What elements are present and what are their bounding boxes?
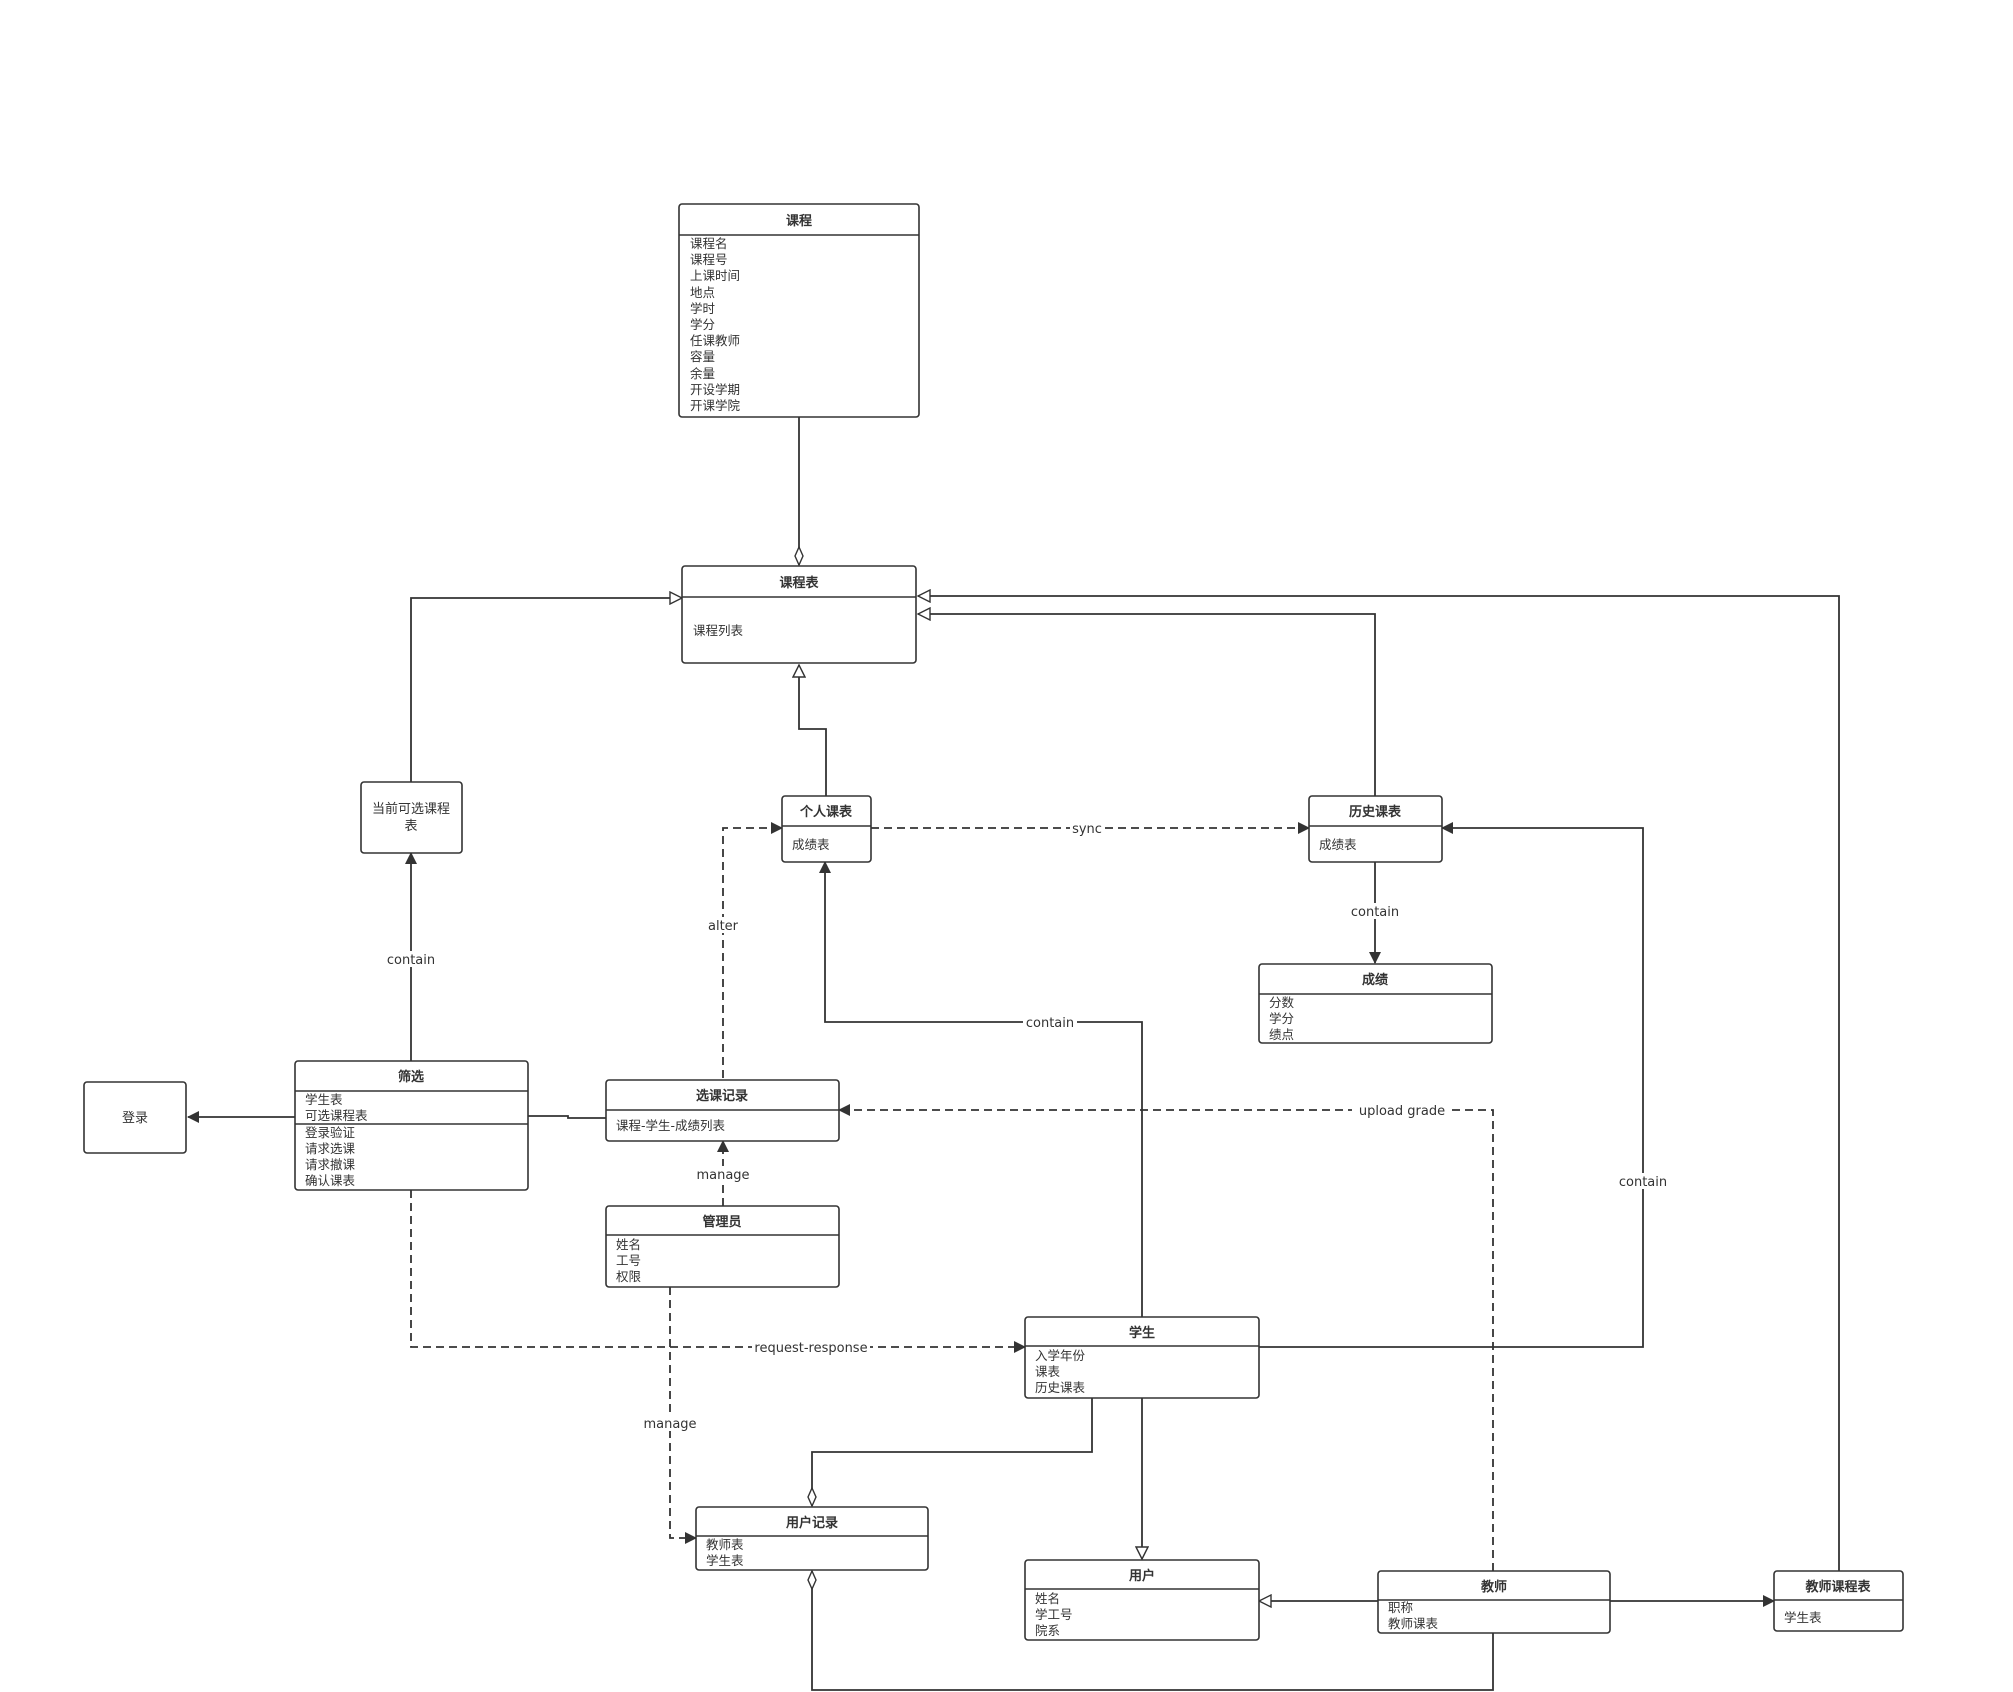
edge-teacher-table-inherit xyxy=(918,596,1840,1571)
class-student[interactable]: 学生 入学年份 课表 历史课表 xyxy=(1024,1316,1260,1399)
class-attr: 地点 xyxy=(690,285,715,300)
label-contain-student: contain xyxy=(1026,1016,1074,1031)
class-operation: 确认课表 xyxy=(305,1173,356,1188)
class-attr: 学时 xyxy=(690,301,716,316)
class-title: 教师 xyxy=(1480,1579,1507,1595)
class-available-table[interactable]: 当前可选课程 表 xyxy=(360,781,463,854)
class-attr: 任课教师 xyxy=(690,333,740,348)
class-label-line: 表 xyxy=(404,819,417,834)
edge-teacher-user-record xyxy=(812,1571,1494,1691)
edge-personal-inherit xyxy=(799,665,827,796)
edge-student-contain-history xyxy=(1259,822,1644,1348)
label-manage-user: manage xyxy=(643,1417,696,1432)
class-teacher-table[interactable]: 教师课程表 学生表 xyxy=(1773,1570,1904,1632)
class-attr: 余量 xyxy=(690,366,715,381)
class-attr: 姓名 xyxy=(616,1237,641,1252)
label-contain-right: contain xyxy=(1619,1175,1667,1190)
class-attr: 可选课程表 xyxy=(305,1108,368,1123)
class-personal-table[interactable]: 个人课表 成绩表 xyxy=(781,795,872,863)
class-title: 课程 xyxy=(786,214,812,229)
class-attr: 入学年份 xyxy=(1035,1348,1086,1363)
class-title: 历史课表 xyxy=(1349,804,1402,820)
class-operation: 请求撤课 xyxy=(305,1157,356,1172)
class-title: 筛选 xyxy=(398,1069,424,1085)
class-title: 教师课程表 xyxy=(1804,1579,1871,1595)
class-attr: 课程-学生-成绩列表 xyxy=(616,1118,726,1133)
class-login[interactable]: 登录 xyxy=(83,1081,187,1154)
class-label-line: 当前可选课程 xyxy=(372,801,450,817)
class-attr: 容量 xyxy=(690,349,715,364)
class-title: 个人课表 xyxy=(799,804,853,820)
class-title: 成绩 xyxy=(1362,972,1388,988)
edges xyxy=(187,417,1840,1691)
class-admin[interactable]: 管理员 姓名 工号 权限 xyxy=(605,1205,840,1288)
class-filter[interactable]: 筛选 学生表 可选课程表 登录验证 请求选课 请求撤课 确认课表 xyxy=(294,1060,529,1191)
class-history-table[interactable]: 历史课表 成绩表 xyxy=(1308,795,1443,863)
class-title: 管理员 xyxy=(702,1214,741,1230)
class-attr: 课程名 xyxy=(690,236,728,251)
edge-student-user-record xyxy=(812,1398,1093,1506)
class-attr: 教师表 xyxy=(706,1537,744,1552)
label-request-response: request-response xyxy=(754,1341,867,1356)
class-attr: 成绩表 xyxy=(1319,837,1357,852)
class-label: 登录 xyxy=(122,1111,148,1126)
label-upload-grade: upload grade xyxy=(1359,1104,1445,1119)
class-attr: 学分 xyxy=(690,317,715,332)
label-contain-filter: contain xyxy=(387,953,435,968)
label-manage-record: manage xyxy=(696,1168,749,1183)
class-title: 用户记录 xyxy=(785,1515,838,1531)
class-attr: 姓名 xyxy=(1035,1591,1060,1606)
class-grade[interactable]: 成绩 分数 学分 绩点 xyxy=(1258,963,1493,1044)
class-teacher[interactable]: 教师 职称 教师课表 xyxy=(1377,1570,1611,1634)
label-contain-history: contain xyxy=(1351,905,1399,920)
class-user-record[interactable]: 用户记录 教师表 学生表 xyxy=(695,1506,929,1571)
label-sync: sync xyxy=(1072,822,1102,837)
edge-student-contain-personal xyxy=(819,861,1143,1317)
class-attr: 工号 xyxy=(616,1253,641,1268)
edge-labels: sync alter contain contain contain conta… xyxy=(384,820,1670,1432)
class-attr: 开课学院 xyxy=(690,398,741,413)
class-attr: 学生表 xyxy=(1784,1610,1822,1625)
class-attr: 学工号 xyxy=(1035,1607,1073,1622)
edge-upload-grade xyxy=(838,1104,1494,1571)
class-attr: 权限 xyxy=(616,1269,642,1284)
class-attr: 上课时间 xyxy=(690,268,740,283)
class-attr: 学生表 xyxy=(706,1553,744,1568)
class-attr: 学分 xyxy=(1269,1011,1294,1026)
class-course[interactable]: 课程 课程名 课程号 上课时间 地点 学时 学分 任课教师 容量 余量 开设学期… xyxy=(678,203,920,418)
class-attr: 课程号 xyxy=(690,252,728,267)
class-title: 用户 xyxy=(1128,1568,1155,1584)
edge-filter-record-assoc xyxy=(528,1115,606,1119)
class-attr: 教师课表 xyxy=(1388,1616,1439,1631)
edge-admin-manage-user xyxy=(669,1287,697,1544)
edge-alter xyxy=(722,822,783,1078)
edge-history-inherit xyxy=(918,614,1376,796)
label-alter: alter xyxy=(708,919,739,934)
class-operation: 登录验证 xyxy=(305,1125,356,1140)
class-attr: 课程列表 xyxy=(693,623,744,638)
class-attr: 成绩表 xyxy=(792,837,830,852)
class-attr: 院系 xyxy=(1035,1623,1060,1638)
class-attr: 绩点 xyxy=(1269,1027,1294,1042)
edge-available-inherit xyxy=(410,598,682,782)
class-attr: 课表 xyxy=(1035,1364,1061,1379)
class-user[interactable]: 用户 姓名 学工号 院系 xyxy=(1024,1559,1260,1641)
class-attr: 分数 xyxy=(1269,995,1295,1010)
class-operation: 请求选课 xyxy=(305,1141,356,1156)
class-attr: 职称 xyxy=(1388,1600,1413,1615)
class-selection-record[interactable]: 选课记录 课程-学生-成绩列表 xyxy=(605,1079,840,1142)
class-attr: 学生表 xyxy=(305,1092,343,1107)
class-title: 选课记录 xyxy=(696,1088,748,1104)
class-title: 课程表 xyxy=(779,575,819,591)
class-attr: 历史课表 xyxy=(1035,1380,1086,1395)
class-course-table[interactable]: 课程表 课程列表 xyxy=(681,565,917,664)
class-attr: 开设学期 xyxy=(690,382,740,397)
class-title: 学生 xyxy=(1129,1325,1155,1341)
